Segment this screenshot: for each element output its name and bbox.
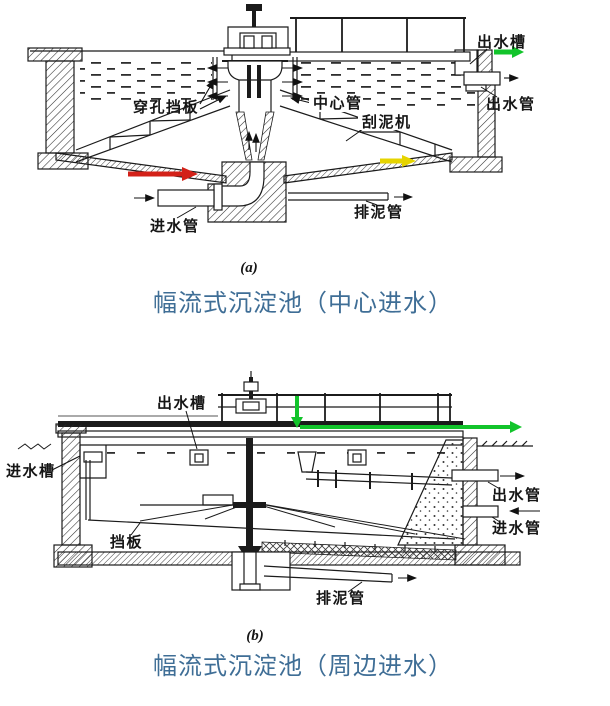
flow-arrows-b (398, 472, 540, 582)
figure-b-letter: (b) (246, 628, 264, 644)
drive-mechanism-b (235, 371, 267, 414)
sludge-pipe-b (263, 565, 393, 583)
bridge-railing-a (231, 17, 471, 62)
label-effluent-pipe-b: 出水管 (492, 486, 542, 504)
captions: (a) 幅流式沉淀池（中心进水） (b) 幅流式沉淀池（周边进水） (153, 260, 453, 680)
label-effluent-trough-b: 出水槽 (157, 394, 207, 412)
yellow-arrow (380, 155, 416, 167)
label-effluent-pipe-a: 出水管 (486, 95, 536, 113)
center-pedestal-a (207, 161, 287, 223)
label-influent-pipe-a: 进水管 (150, 217, 200, 235)
red-arrow (128, 167, 198, 181)
sludge-pipe-a (288, 192, 389, 201)
label-effluent-trough-a: 出水槽 (477, 33, 527, 51)
green-arrow-a (494, 46, 524, 58)
figure-b-caption: 幅流式沉淀池（周边进水） (153, 653, 453, 680)
diagram-b: 出水槽 进水槽 出水管 进水管 挡板 排泥管 (6, 371, 542, 607)
right-wall-b (397, 437, 506, 566)
diagram-a: 穿孔挡板 中心管 刮泥机 出水槽 出水管 进水管 排泥管 (27, 4, 536, 235)
tank-a-walls (27, 47, 503, 173)
influent-pipe-a (157, 189, 215, 207)
green-arrow-b-down (291, 396, 303, 428)
figure-a-caption: 幅流式沉淀池（中心进水） (153, 290, 453, 317)
center-pipe-assembly-a (212, 57, 298, 161)
label-leaders-b (51, 410, 501, 593)
center-sump-b (231, 551, 291, 591)
label-leaders-a (176, 48, 498, 219)
label-influent-pipe-b: 进水管 (492, 519, 542, 537)
label-sludge-pipe-b: 排泥管 (316, 589, 366, 607)
green-arrow-b-right (300, 421, 522, 433)
label-influent-trough-b: 进水槽 (6, 462, 56, 480)
ground-marks-b (17, 440, 533, 450)
effluent-pipe-a (463, 71, 501, 92)
tank-interior-b (80, 444, 462, 540)
label-baffle-b: 挡板 (110, 533, 143, 551)
labels-a: 穿孔挡板 中心管 刮泥机 出水槽 出水管 进水管 排泥管 (133, 33, 536, 235)
figure-a-letter: (a) (240, 260, 258, 276)
labels-b: 出水槽 进水槽 出水管 进水管 挡板 排泥管 (6, 394, 542, 607)
label-sludge-scraper: 刮泥机 (362, 113, 412, 131)
label-perforated-baffle: 穿孔挡板 (133, 98, 199, 116)
flow-arrows-a (134, 64, 520, 202)
label-center-pipe: 中心管 (313, 94, 363, 112)
drive-mechanism-a (223, 4, 291, 56)
deck-b (57, 415, 464, 438)
label-sludge-pipe-a: 排泥管 (354, 203, 404, 221)
